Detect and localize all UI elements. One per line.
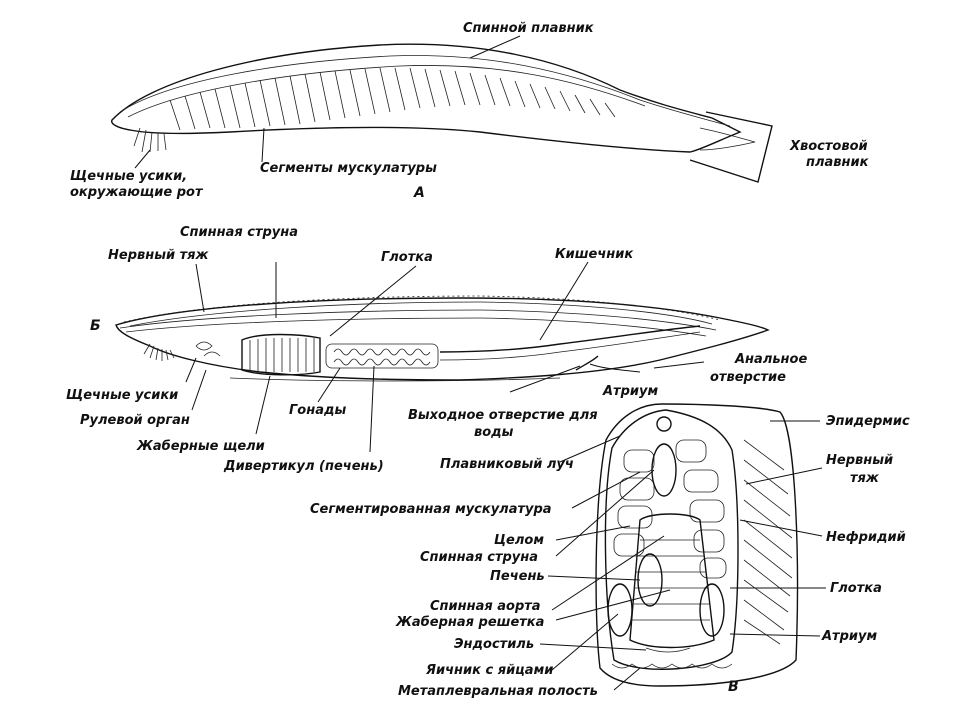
figure-b-wheel-organ (195, 341, 221, 357)
label-tail-fin-2: плавник (806, 155, 870, 170)
figure-c-ovary-right (699, 583, 725, 637)
label-endostyle: Эндостиль (454, 637, 534, 652)
label-segmented-muscles: Сегментированная мускулатура (310, 502, 552, 517)
label-water-exit-1: Выходное отверстие для (408, 408, 598, 423)
label-cheek-tentacles-a-1: Щечные усики, (70, 169, 187, 184)
label-gill-slits: Жаберные щели (136, 439, 265, 454)
label-muscle-segments: Сегменты мускулатуры (260, 161, 437, 176)
figure-b-nerve-cord (123, 295, 721, 323)
figure-c-liver (637, 553, 663, 607)
figure-c-pharynx (629, 513, 715, 649)
label-ovary: Яичник с яйцами (425, 663, 553, 678)
label-anus-2: отверстие (710, 370, 786, 385)
figure-a-external-view: Спинной плавник Щечные усики, окружающие… (70, 21, 870, 201)
label-coelom: Целом (494, 533, 544, 548)
label-intestine: Кишечник (555, 247, 634, 262)
figure-c-gill-grid (632, 539, 710, 621)
figure-b-notochord (119, 309, 717, 331)
label-epidermis: Эпидермис (826, 414, 910, 429)
figure-c-metapleural-cavity (611, 663, 733, 669)
figure-b-water-exit (575, 355, 599, 371)
figure-b-longitudinal-section: Спинная струна Нервный тяж Глотка Кишечн… (66, 225, 807, 474)
label-liver: Печень (490, 569, 545, 584)
label-dorsal-fin: Спинной плавник (463, 21, 595, 36)
figure-c-letter: В (728, 679, 739, 695)
label-atrium-b: Атриум (602, 384, 658, 399)
label-anus-1: Анальное (734, 352, 807, 367)
figure-b-body-outline (115, 297, 770, 381)
label-water-exit-2: воды (474, 425, 514, 440)
figure-c-nerve-cord (656, 416, 672, 432)
label-cheek-tentacles-a-2: окружающие рот (70, 185, 204, 200)
label-metapleural-cavity: Метаплевральная полость (398, 684, 598, 699)
figure-b-letter: Б (90, 318, 101, 334)
label-tail-fin-1: Хвостовой (789, 139, 868, 154)
figure-b-gill-slits (249, 338, 315, 372)
figure-c-striations (743, 439, 793, 645)
figure-a-dorsal-fin (119, 55, 731, 127)
label-dorsal-aorta: Спинная аорта (430, 599, 541, 614)
figure-c-epidermis (595, 403, 799, 687)
label-gonads: Гонады (289, 403, 346, 418)
figure-b-pharynx (241, 333, 321, 376)
label-pharynx-b: Глотка (381, 250, 433, 265)
label-nerve-cord-c-1: Нервный (826, 453, 893, 468)
figure-c-cross-section: Эпидермис Нервный тяж Плавниковый луч Се… (310, 403, 910, 699)
figure-b-gonads (325, 343, 439, 369)
label-gill-grid: Жаберная решетка (395, 615, 544, 630)
label-nerve-cord-b: Нервный тяж (108, 248, 209, 263)
label-pharynx-c: Глотка (830, 581, 882, 596)
figure-c-ovary-left (607, 583, 633, 637)
label-atrium-c: Атриум (821, 629, 877, 644)
figure-a-tail-fin (689, 111, 773, 183)
label-nerve-cord-c-2: тяж (850, 471, 880, 486)
figure-c-endostyle (645, 647, 691, 653)
label-notochord-c: Спинная струна (420, 550, 538, 565)
figure-c-muscle-blocks (613, 439, 727, 579)
label-cheek-tentacles-b: Щечные усики (66, 388, 178, 403)
label-diverticulum: Дивертикул (печень) (223, 459, 384, 474)
figure-c-notochord (651, 443, 677, 497)
figure-b-cheek-tentacles (143, 343, 175, 361)
figure-b-atrium (229, 377, 561, 382)
label-notochord-b: Спинная струна (180, 225, 298, 240)
figure-a-muscle-segments (169, 67, 616, 131)
label-nephridium: Нефридий (826, 530, 906, 545)
figure-b-intestine (439, 325, 701, 353)
figure-a-body-outline (111, 43, 742, 153)
label-fin-ray: Плавниковый луч (440, 457, 574, 472)
label-wheel-organ: Рулевой орган (80, 413, 190, 428)
figure-a-letter: А (413, 185, 425, 201)
figure-a-cheek-tentacles (133, 127, 167, 153)
